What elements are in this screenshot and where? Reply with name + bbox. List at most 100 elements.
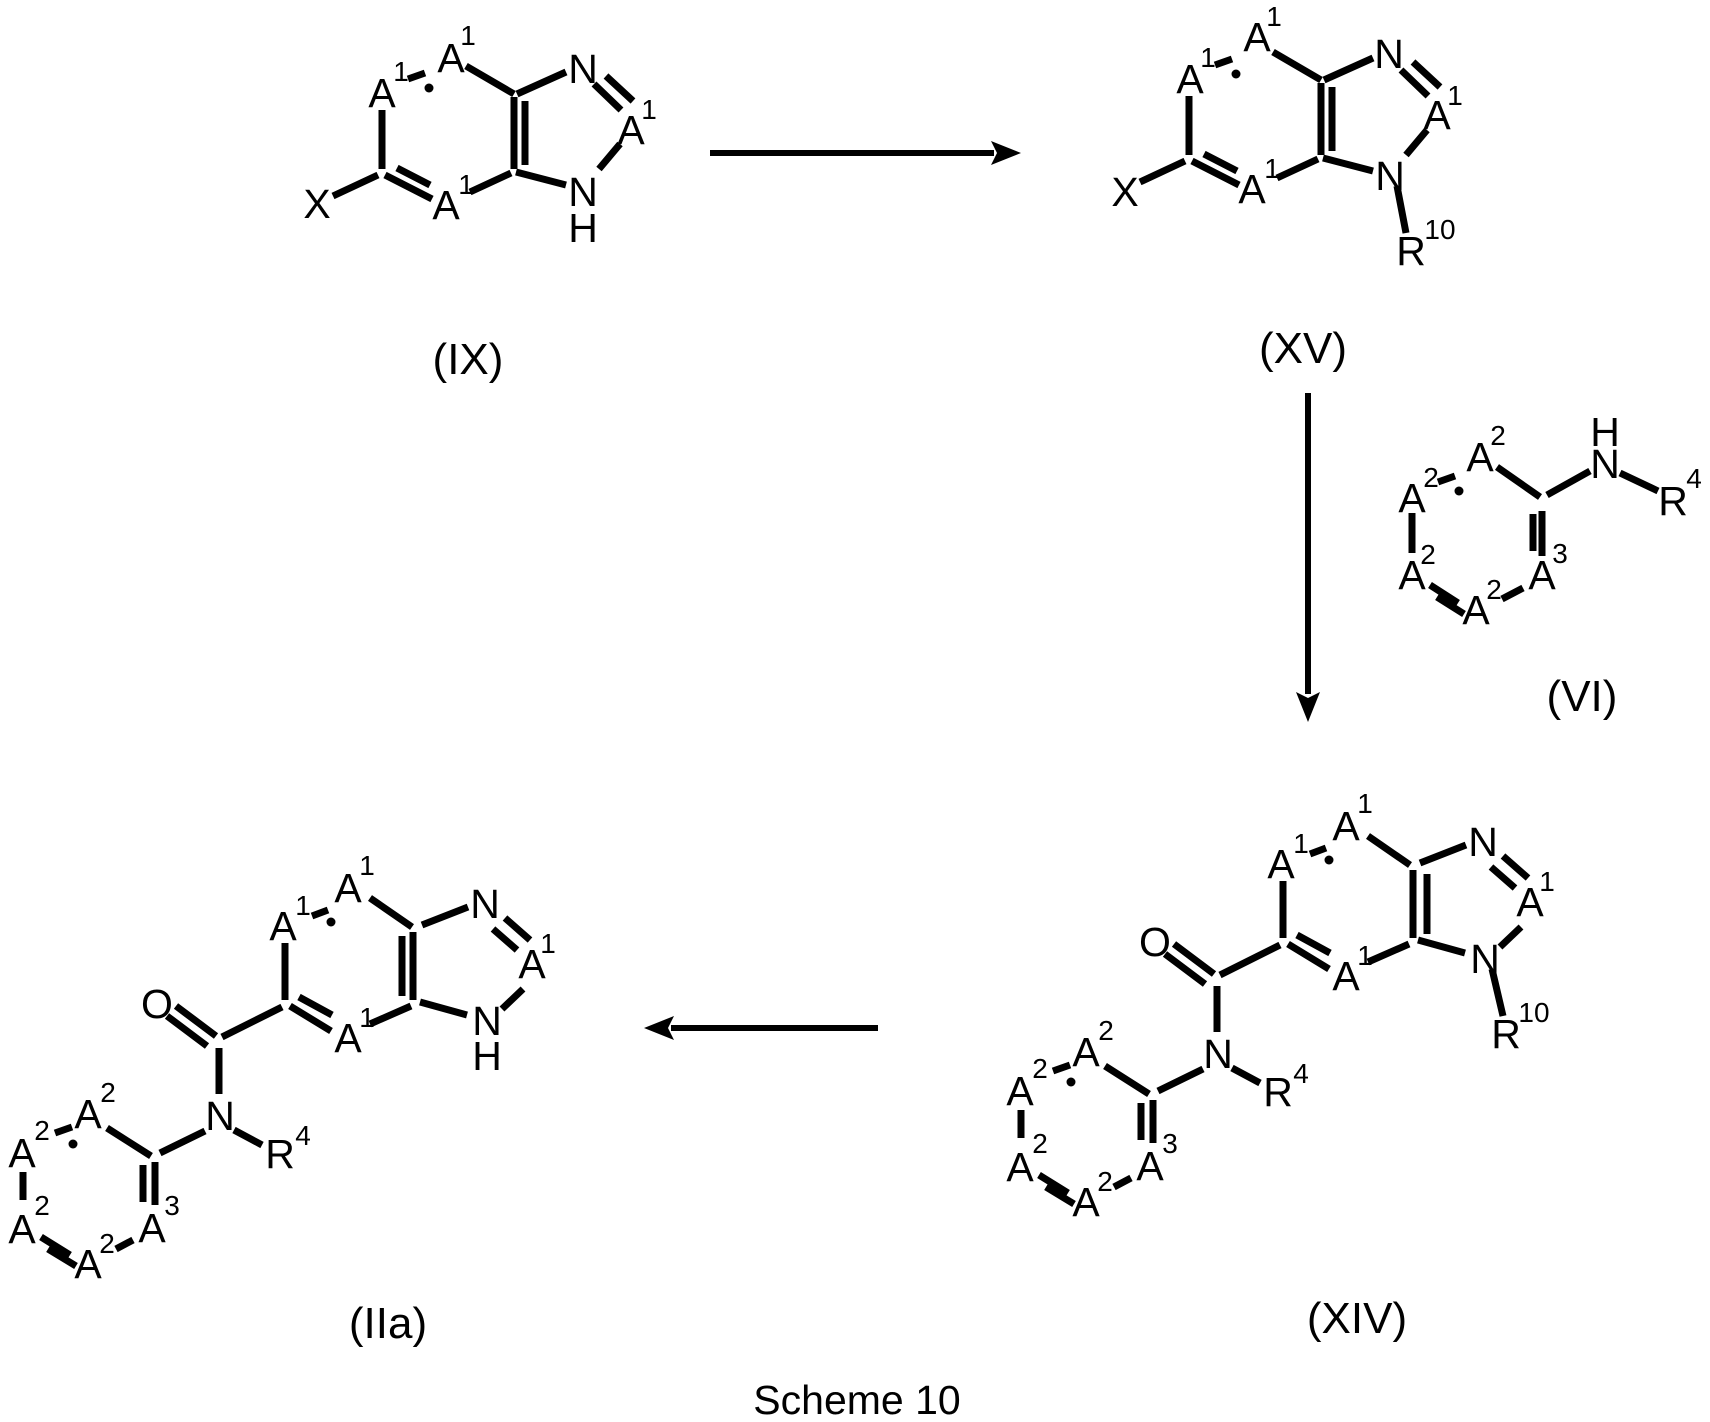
- atom-superscript: 1: [393, 56, 409, 87]
- arrowhead-right-icon: [991, 141, 1021, 165]
- atom-superscript: 1: [1447, 80, 1463, 111]
- xv-bonds: [1138, 48, 1443, 234]
- atom-label: N: [568, 46, 598, 92]
- atom-superscript: 3: [164, 1190, 180, 1221]
- atom-label: A: [1243, 14, 1271, 60]
- atom-label: N: [470, 881, 500, 927]
- xiv-dash-dot-phenyl: [1066, 1077, 1076, 1087]
- atom-superscript: 1: [359, 1002, 375, 1033]
- atom-label: H: [568, 205, 598, 251]
- atom-label: R: [1263, 1069, 1293, 1115]
- structure-label-iia: (IIa): [349, 1299, 427, 1348]
- atom-label: A: [1332, 953, 1360, 999]
- atom-superscript: 1: [460, 20, 476, 51]
- atom-label: H: [1590, 409, 1620, 455]
- atom-label: O: [1139, 919, 1171, 965]
- vi-dashed-bond: [1436, 472, 1457, 486]
- atom-label: A: [1006, 1144, 1034, 1190]
- structure-iia: A 1 A 1 N A 1 N H A 1 O N R 4 A 2 A 2 A …: [8, 850, 555, 1348]
- atom-superscript: 1: [641, 94, 657, 125]
- atom-superscript: 1: [1357, 788, 1373, 819]
- atom-label: A: [1423, 92, 1451, 138]
- atom-label: A: [1072, 1029, 1100, 1075]
- xv-dash-dot: [1231, 69, 1241, 79]
- atom-label: A: [432, 182, 460, 228]
- atom-superscript: 1: [1200, 42, 1216, 73]
- atom-label: A: [1072, 1179, 1100, 1225]
- arrow-xiv-to-iia: [644, 1016, 878, 1040]
- atom-label: N: [205, 1093, 235, 1139]
- atom-superscript: 2: [1032, 1053, 1048, 1084]
- atom-superscript: 2: [99, 1228, 115, 1259]
- atom-label: A: [269, 903, 297, 949]
- atom-label: N: [1375, 153, 1405, 199]
- atom-label: A: [334, 865, 362, 911]
- atom-superscript: 2: [1098, 1015, 1114, 1046]
- atom-label: A: [518, 941, 546, 987]
- xiv-dashed-bond-phenyl: [1051, 1061, 1072, 1075]
- atom-label: A: [1176, 56, 1204, 102]
- atom-superscript: 4: [1293, 1058, 1309, 1089]
- iia-dash-dot-bicyclic: [326, 917, 336, 927]
- atom-superscript: 2: [1032, 1128, 1048, 1159]
- structure-ix: A 1 A 1 X A 1 N A 1 N H (IX): [303, 20, 656, 384]
- atom-superscript: 2: [1420, 539, 1436, 570]
- atom-superscript: 1: [1293, 828, 1309, 859]
- atom-label: A: [1516, 879, 1544, 925]
- vi-bonds: [1408, 464, 1660, 617]
- atom-label: A: [1528, 552, 1556, 598]
- atom-label: A: [1462, 587, 1490, 633]
- iia-dashed-bond-bicyclic: [310, 906, 330, 920]
- atom-label: N: [1203, 1031, 1233, 1077]
- atom-label: A: [437, 35, 465, 81]
- atom-label: N: [1470, 936, 1500, 982]
- atom-superscript: 10: [1424, 214, 1455, 245]
- ix-dashed-bond: [406, 69, 427, 83]
- arrowhead-left-icon: [644, 1016, 674, 1040]
- atom-label: N: [1590, 441, 1620, 487]
- atom-label: A: [1238, 166, 1266, 212]
- atom-label: A: [617, 107, 645, 153]
- structure-xv: A 1 A 1 X A 1 N A 1 N R 10 (XV): [1111, 1, 1462, 373]
- atom-label: A: [74, 1091, 102, 1137]
- atom-label: A: [1398, 552, 1426, 598]
- atom-superscript: 1: [295, 890, 311, 921]
- atom-label: A: [138, 1205, 166, 1251]
- atom-superscript: 2: [1486, 574, 1502, 605]
- arrow-ix-to-xv: [710, 141, 1021, 165]
- atom-superscript: 2: [34, 1115, 50, 1146]
- xiv-dashed-bond-bicyclic: [1308, 844, 1328, 858]
- atom-superscript: 3: [1162, 1128, 1178, 1159]
- atom-superscript: 1: [1357, 940, 1373, 971]
- atom-label: A: [1466, 434, 1494, 480]
- arrowhead-down-icon: [1296, 692, 1320, 722]
- xiv-dash-dot-bicyclic: [1324, 855, 1334, 865]
- iia-bonds: [19, 895, 533, 1269]
- atom-label: R: [1396, 228, 1426, 274]
- atom-label: A: [368, 70, 396, 116]
- atom-label: X: [303, 181, 330, 227]
- atom-superscript: 10: [1518, 997, 1549, 1028]
- atom-label: A: [1006, 1068, 1034, 1114]
- atom-label: A: [8, 1206, 36, 1252]
- atom-superscript: 2: [1423, 462, 1439, 493]
- iia-dashed-bond-phenyl: [53, 1123, 74, 1137]
- atom-superscript: 4: [295, 1120, 311, 1151]
- atom-label: A: [74, 1241, 102, 1287]
- atom-superscript: 2: [100, 1077, 116, 1108]
- atom-superscript: 1: [359, 850, 375, 881]
- atom-label: N: [568, 169, 598, 215]
- atom-label: A: [1398, 475, 1426, 521]
- xiv-bonds: [1017, 833, 1531, 1207]
- structure-label-xiv: (XIV): [1307, 1294, 1407, 1343]
- atom-superscript: 4: [1686, 463, 1702, 494]
- scheme-caption: Scheme 10: [753, 1377, 960, 1422]
- structure-vi: A 2 A 2 H N R 4 A 2 A 2 A 3 (VI): [1398, 409, 1701, 721]
- iia-dash-dot-phenyl: [68, 1139, 78, 1149]
- atom-label: O: [141, 981, 173, 1027]
- atom-label: N: [1468, 819, 1498, 865]
- atom-label: A: [1136, 1143, 1164, 1189]
- structure-xiv: A 1 A 1 N A 1 N R 10 A 1 O N R 4 A 2 A 2…: [1006, 788, 1554, 1343]
